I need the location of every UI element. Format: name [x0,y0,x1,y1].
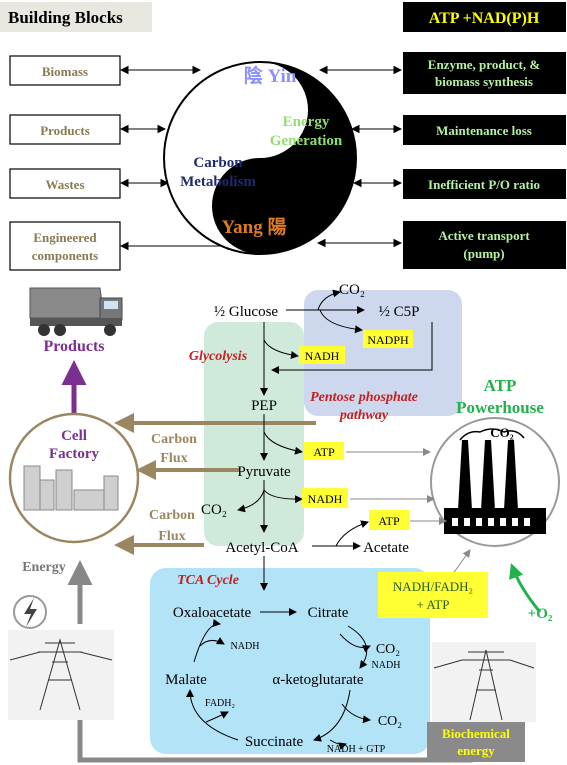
nadh-1-label: NADH [305,349,340,363]
carbon-metabolism-line1: Carbon [193,155,243,171]
nadh-tag-2 [302,488,348,508]
carbon-flux-2-line2: Flux [158,529,185,544]
power-tower-left-icon [8,630,114,720]
pentose-line2: pathway [339,408,389,423]
atp-powerhouse-line1: ATP [484,376,517,395]
carbon-flux-1-line1: Carbon [151,432,197,447]
yang-label: Yang 陽 [222,216,287,238]
energy-generation-line1: Energy [283,114,330,130]
cell-factory-line2: Factory [49,446,99,462]
power-plant-icon [430,417,560,547]
engineered-label-2: components [32,248,98,263]
pathway-arrows [186,289,433,751]
factory-co2-label: CO₂ [490,425,514,440]
nadh-tca-2-label: NADH [372,660,401,671]
biochemical-line2: energy [457,743,495,758]
lightning-icon [13,595,47,629]
products-label: Products [43,338,104,355]
nadh-fadh-line1: NADH/FADH₂ [393,579,473,594]
pep-label: PEP [251,398,277,414]
biomass-label: Biomass [42,64,88,79]
carbon-flux-arrows [114,413,316,555]
po-ratio-label: Inefficient P/O ratio [428,177,540,192]
left-boxes [9,55,121,271]
right-boxes [403,52,566,269]
malate-label: Malate [165,672,207,688]
glycolysis-region [204,322,304,546]
yin-yang-symbol [163,61,357,255]
atp-powerhouse-line2: Powerhouse [456,398,544,417]
yin-dot [252,95,272,115]
tca-cycle-label: TCA Cycle [177,573,239,588]
acetyl-coa-label: Acetyl-CoA [225,540,298,556]
nadh-tca-1-label: NADH [231,641,260,652]
enzyme-label-2: biomass synthesis [435,74,533,89]
biochemical-line1: Biochemical [442,726,510,741]
carbon-metabolism-line2: Metabolism [180,174,256,190]
glycolysis-label: Glycolysis [189,349,248,364]
nadh-fadh-line2: + ATP [417,597,450,612]
atp-title: ATP +NAD(P)H [429,10,540,27]
nadh-tag-1 [299,346,345,364]
tca-region [150,568,430,754]
dump-truck-icon [29,287,123,336]
pentose-line1: Pentose phosphate [310,390,418,405]
co2-tca-1-label: CO₂ [376,642,400,657]
building-blocks-header [0,2,152,32]
atp-tag-2 [369,510,409,530]
energy-generation-line2: Generation [270,133,343,149]
maintenance-label: Maintenance loss [436,123,532,138]
enzyme-label-1: Enzyme, product, & [428,57,541,72]
pentose-region [304,290,462,416]
building-blocks-title: Building Blocks [8,8,123,27]
atp-2-label: ATP [378,514,400,528]
nadh-gtp-label: NADH + GTP [327,744,386,755]
oxaloacetate-label: Oxaloacetate [173,605,252,621]
yin-label: 陰 Yin [244,64,297,87]
yang-dot [253,195,273,215]
nadh-fadh-tag [378,572,488,618]
products-box-label: Products [40,123,90,138]
power-tower-right-icon [432,642,536,722]
engineered-label-1: Engineered [33,230,97,245]
co2-tca-2-label: CO₂ [378,714,402,729]
c5p-label: ½ C5P [379,304,420,320]
akg-label: α-ketoglutarate [272,672,363,688]
nadh-2-label: NADH [308,492,343,506]
o2-label: +O₂ [528,606,553,622]
active-transport-label-2: (pump) [463,246,504,261]
biochemical-energy-box [427,722,525,762]
co2-top-label: CO₂ [339,282,365,298]
acetate-label: Acetate [363,540,409,556]
citrate-label: Citrate [308,605,349,621]
pyruvate-label: Pyruvate [237,464,291,480]
cell-factory-icon [8,412,140,544]
connector-arrows [119,65,403,251]
glucose-label: ½ Glucose [214,304,278,320]
carbon-flux-2-line1: Carbon [149,508,195,523]
o2-arrow [509,563,542,613]
carbon-flux-1-line2: Flux [160,451,187,466]
atp-tag-1 [304,442,344,460]
atp-header [403,2,566,32]
succinate-label: Succinate [245,734,304,750]
active-transport-label-1: Active transport [438,228,530,243]
co2-left-label: CO₂ [201,502,227,518]
cell-factory-line1: Cell [61,428,87,444]
energy-label: Energy [22,560,66,575]
nadph-tag [363,330,413,348]
nadph-label: NADPH [367,333,409,347]
fadh2-label: FADH₂ [205,698,235,709]
wastes-label: Wastes [46,177,85,192]
atp-1-label: ATP [313,445,335,459]
